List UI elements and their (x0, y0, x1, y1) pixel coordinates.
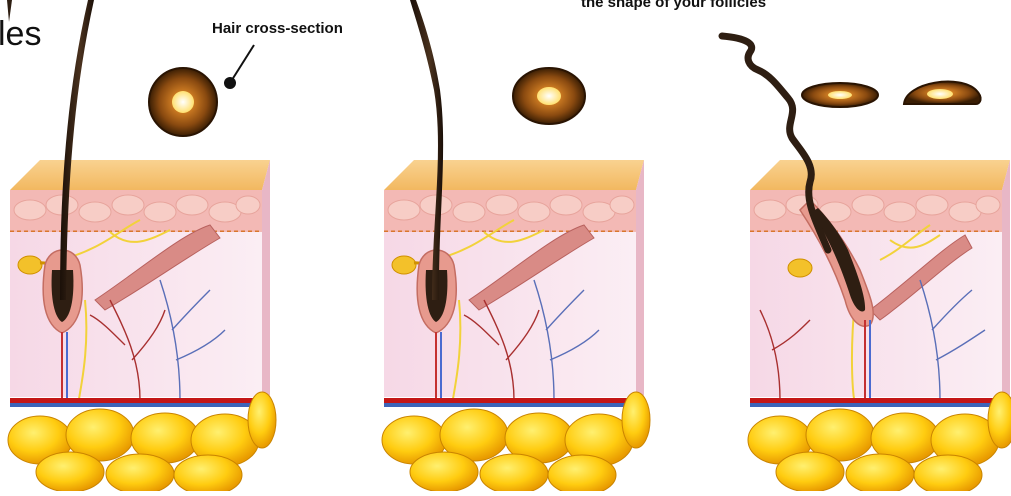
callout-dot (224, 77, 236, 89)
top-caption: the shape of your follicles (581, 0, 766, 11)
artery-band (10, 398, 262, 403)
panel-curly (722, 36, 1011, 491)
skin-surface (10, 160, 270, 190)
cross-section-label: Hair cross-section (212, 20, 343, 37)
panel-straight (8, 0, 276, 491)
panel-wavy (382, 0, 650, 491)
vein-band (10, 403, 262, 407)
callout-line (230, 45, 254, 83)
page-title-fragment: les (0, 14, 41, 54)
